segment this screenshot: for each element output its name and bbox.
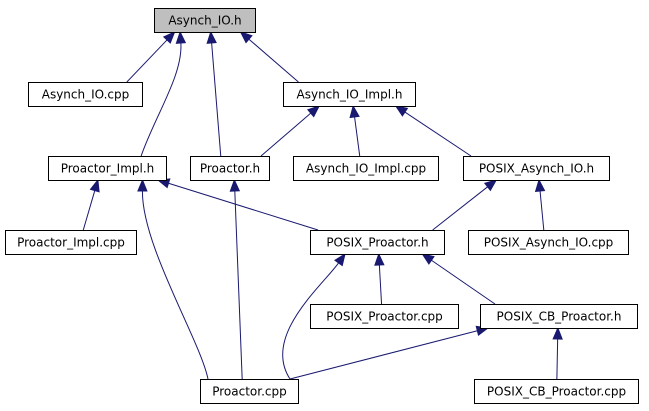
arrowhead-icon <box>137 178 148 192</box>
node-asynch-io-impl-cpp[interactable]: Asynch_IO_Impl.cpp <box>293 156 439 181</box>
node-box <box>310 230 445 255</box>
edge-proactor-cpp-to-posix-cb-proactor-h <box>289 325 490 380</box>
edge-posix-cb-proactor-h-to-posix-proactor-h <box>421 253 496 305</box>
node-box <box>190 156 270 181</box>
node-box <box>474 379 639 404</box>
node-label: POSIX_CB_Proactor.h <box>497 310 622 324</box>
node-box <box>480 304 638 329</box>
arrowhead-icon <box>552 326 563 340</box>
edge-line <box>82 190 96 231</box>
node-box <box>463 156 610 181</box>
node-label: Proactor.h <box>200 162 260 176</box>
node-posix-cb-proactor-h[interactable]: POSIX_CB_Proactor.h <box>480 304 638 329</box>
node-label: POSIX_Asynch_IO.h <box>479 162 594 176</box>
arrowhead-icon <box>534 178 546 192</box>
edge-line <box>556 338 559 380</box>
arrowhead-icon <box>206 30 217 44</box>
edge-line <box>248 38 299 83</box>
edge-line <box>211 42 222 157</box>
edge-line <box>289 330 478 380</box>
node-proactor-cpp[interactable]: Proactor.cpp <box>200 379 299 404</box>
node-proactor-impl-h[interactable]: Proactor_Impl.h <box>48 156 167 181</box>
edge-proactor-h-to-asynch-io-impl-h <box>260 105 321 157</box>
node-label: Asynch_IO.h <box>168 14 241 28</box>
edge-posix-proactor-h-to-proactor-impl-h <box>156 178 319 231</box>
arrowhead-icon <box>239 31 253 44</box>
node-asynch-io-cpp[interactable]: Asynch_IO.cpp <box>28 82 143 107</box>
edge-posix-proactor-h-to-posix-asynch-io-h <box>432 179 498 231</box>
node-label: Asynch_IO_Impl.cpp <box>306 162 426 176</box>
arrowhead-icon <box>483 179 498 192</box>
edge-line <box>539 190 545 231</box>
node-box <box>468 230 629 255</box>
edge-posix-asynch-io-cpp-to-posix-asynch-io-h <box>534 178 546 231</box>
node-label: POSIX_Asynch_IO.cpp <box>484 236 614 250</box>
arrowhead-icon <box>349 104 360 119</box>
edge-posix-cb-proactor-cpp-to-posix-cb-proactor-h <box>552 326 563 380</box>
arrowhead-icon <box>89 178 100 193</box>
arrowhead-icon <box>229 178 241 192</box>
arrowhead-icon <box>334 252 346 267</box>
edge-proactor-cpp-to-proactor-h <box>229 178 243 380</box>
edge-proactor-impl-cpp-to-proactor-impl-h <box>82 178 100 231</box>
node-box <box>310 304 459 329</box>
node-box <box>5 230 137 255</box>
node-box <box>154 8 256 33</box>
edge-proactor-impl-h-to-asynch-io-h <box>140 30 187 157</box>
edge-line <box>141 190 209 380</box>
node-box <box>200 379 299 404</box>
arrowhead-icon <box>374 252 385 266</box>
edge-line <box>354 116 361 157</box>
node-label: Proactor.cpp <box>212 385 287 399</box>
node-asynch-io-impl-h[interactable]: Asynch_IO_Impl.h <box>283 82 416 107</box>
edge-line <box>234 190 243 380</box>
node-label: POSIX_Proactor.cpp <box>326 310 443 324</box>
node-box <box>48 156 167 181</box>
node-proactor-h[interactable]: Proactor.h <box>190 156 270 181</box>
node-posix-asynch-io-h[interactable]: POSIX_Asynch_IO.h <box>463 156 610 181</box>
edge-line <box>260 112 312 157</box>
edge-asynch-io-impl-h-to-asynch-io-h <box>239 31 299 83</box>
edge-line <box>168 182 319 231</box>
node-label: Proactor_Impl.cpp <box>17 236 125 250</box>
arrowhead-icon <box>175 30 187 44</box>
edge-posix-proactor-cpp-to-posix-proactor-h <box>374 252 385 305</box>
node-posix-cb-proactor-cpp[interactable]: POSIX_CB_Proactor.cpp <box>474 379 639 404</box>
node-label: Proactor_Impl.h <box>61 162 155 176</box>
arrowhead-icon <box>394 105 409 117</box>
edge-line <box>431 259 496 305</box>
node-posix-proactor-h[interactable]: POSIX_Proactor.h <box>310 230 445 255</box>
node-posix-proactor-cpp[interactable]: POSIX_Proactor.cpp <box>310 304 459 329</box>
node-label: POSIX_Proactor.h <box>326 236 428 250</box>
edge-line <box>378 264 383 305</box>
edge-line <box>140 42 182 157</box>
node-label: Asynch_IO_Impl.h <box>297 88 403 102</box>
arrowhead-icon <box>421 253 435 265</box>
node-label: POSIX_CB_Proactor.cpp <box>487 385 626 399</box>
edge-line <box>432 186 488 231</box>
edge-proactor-cpp-to-posix-proactor-h <box>282 252 346 380</box>
node-box <box>283 82 416 107</box>
node-label: Asynch_IO.cpp <box>42 88 130 102</box>
edge-proactor-cpp-to-proactor-impl-h <box>137 178 209 380</box>
edge-posix-asynch-io-h-to-asynch-io-impl-h <box>394 105 472 157</box>
node-asynch-io-h: Asynch_IO.h <box>154 8 256 33</box>
edge-line <box>282 262 339 380</box>
node-posix-asynch-io-cpp[interactable]: POSIX_Asynch_IO.cpp <box>468 230 629 255</box>
arrowhead-icon <box>306 105 321 118</box>
node-box <box>293 156 439 181</box>
edge-line <box>126 39 168 83</box>
arrowhead-icon <box>162 31 176 44</box>
edge-line <box>404 111 472 157</box>
edge-asynch-io-impl-cpp-to-asynch-io-impl-h <box>349 104 361 157</box>
edge-proactor-h-to-asynch-io-h <box>206 30 222 157</box>
edge-asynch-io-cpp-to-asynch-io-h <box>126 31 176 83</box>
node-box <box>28 82 143 107</box>
node-proactor-impl-cpp[interactable]: Proactor_Impl.cpp <box>5 230 137 255</box>
